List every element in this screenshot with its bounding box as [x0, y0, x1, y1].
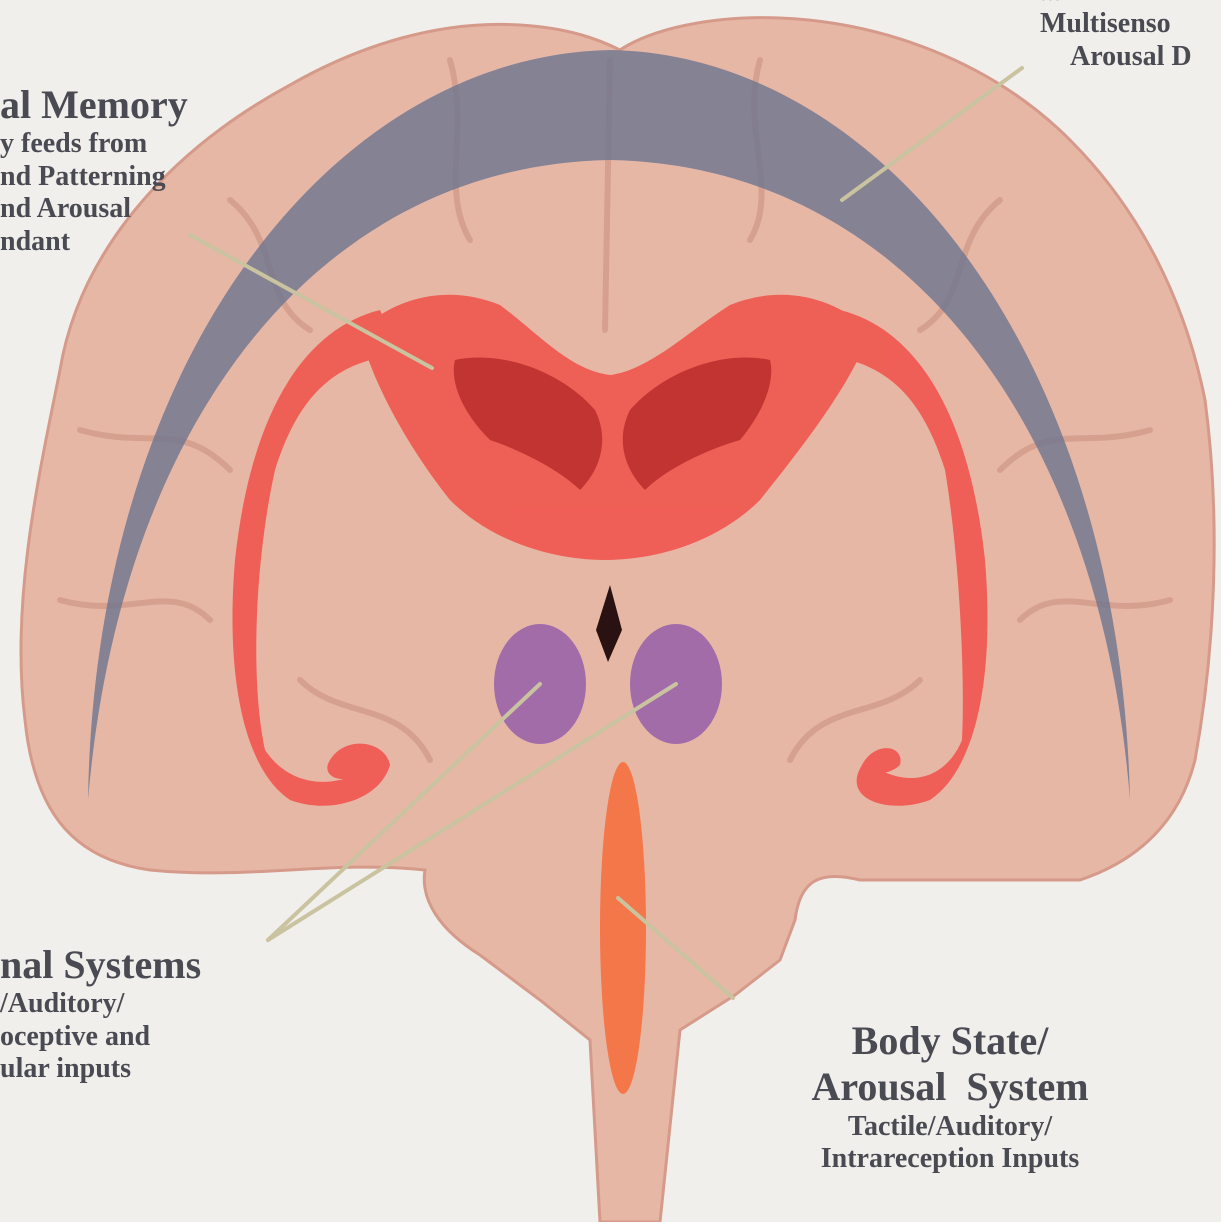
label-top-right-line2: Multisenso	[1040, 8, 1192, 40]
label-bottom-left-title: nal Systems	[0, 942, 201, 988]
label-top-left-line4: ndant	[0, 226, 188, 258]
label-bottom-right-title1: Body State/	[770, 1018, 1130, 1064]
label-bottom-left-line3: ular inputs	[0, 1053, 201, 1085]
label-top-left-line2: nd Patterning	[0, 161, 188, 193]
label-top-right-line3: Arousal D	[1040, 41, 1192, 73]
label-top-right: ... Multisenso Arousal D	[1040, 0, 1192, 73]
label-bottom-right-line1: Tactile/Auditory/	[770, 1111, 1130, 1143]
label-top-left-line3: nd Arousal	[0, 193, 188, 225]
label-top-left-line1: y feeds from	[0, 128, 188, 160]
label-top-left: al Memory y feeds from nd Patterning nd …	[0, 82, 188, 258]
label-bottom-left: nal Systems /Auditory/ oceptive and ular…	[0, 942, 201, 1086]
label-bottom-right-title2: Arousal System	[770, 1064, 1130, 1110]
label-bottom-left-line1: /Auditory/	[0, 988, 201, 1020]
label-bottom-left-line2: oceptive and	[0, 1021, 201, 1053]
label-top-left-title: al Memory	[0, 82, 188, 128]
label-top-right-line1: ...	[1040, 0, 1192, 8]
label-bottom-right-line2: Intrareception Inputs	[770, 1143, 1130, 1175]
label-bottom-right: Body State/ Arousal System Tactile/Audit…	[770, 1018, 1130, 1176]
brainstem-core	[600, 762, 646, 1094]
